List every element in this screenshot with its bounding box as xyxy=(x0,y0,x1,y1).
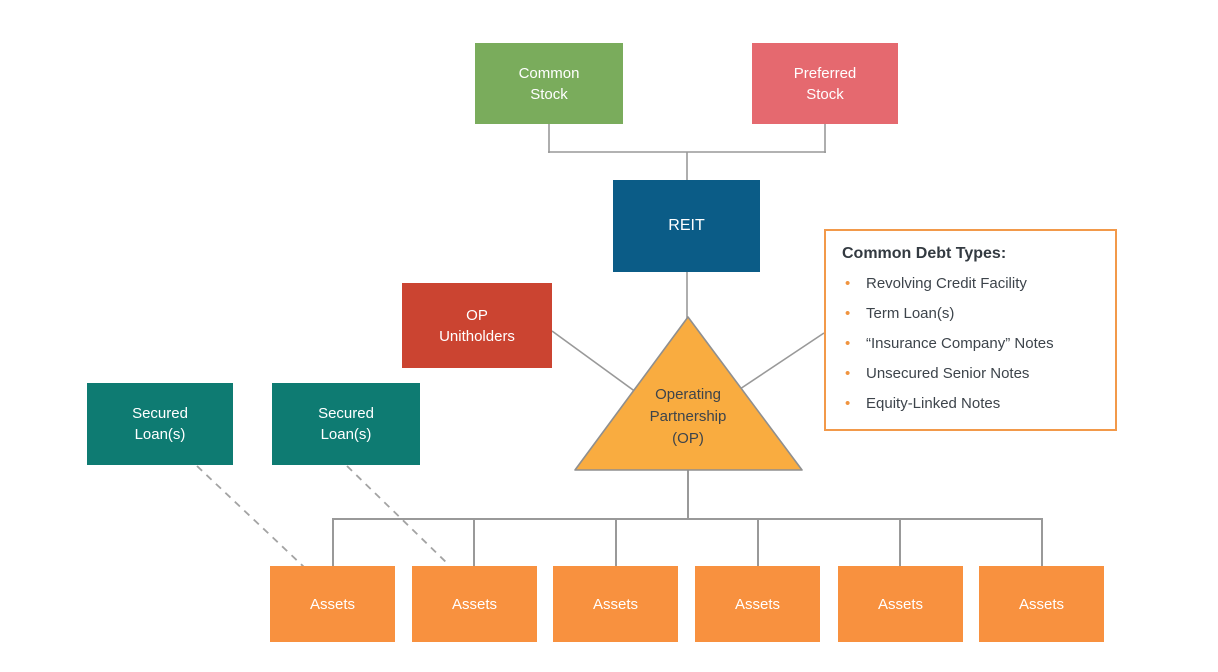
node-assets-6: Assets xyxy=(979,566,1104,642)
node-secured-loans-1: Secured Loan(s) xyxy=(87,383,233,465)
debt-item: • “Insurance Company” Notes xyxy=(842,334,1099,353)
debt-item-label: Equity-Linked Notes xyxy=(866,395,1001,412)
debt-item-label: Unsecured Senior Notes xyxy=(866,365,1030,382)
debt-item: • Equity-Linked Notes xyxy=(842,394,1099,413)
node-common-stock: Common Stock xyxy=(475,43,623,124)
debt-panel-title: Common Debt Types: xyxy=(842,245,1007,262)
debt-item: • Term Loan(s) xyxy=(842,304,1099,323)
node-operating-partnership-label: Operating Partnership (OP) xyxy=(649,386,727,447)
common-debt-types-panel: Common Debt Types: • Revolving Credit Fa… xyxy=(824,229,1117,431)
node-assets-4: Assets xyxy=(695,566,820,642)
edge-secured-loan-2-dashed xyxy=(346,465,450,566)
node-op-unitholders: OP Unitholders xyxy=(402,283,552,368)
bullet-icon: • xyxy=(845,365,851,382)
node-assets-1: Assets xyxy=(270,566,395,642)
bullet-icon: • xyxy=(845,275,851,292)
debt-item-label: Revolving Credit Facility xyxy=(866,275,1027,292)
debt-item-label: Term Loan(s) xyxy=(866,305,955,322)
node-assets-2: Assets xyxy=(412,566,537,642)
edge-triangle-to-debt-panel xyxy=(736,332,825,392)
edge-op-unitholders-to-triangle xyxy=(551,330,641,396)
op-triangle-shape xyxy=(574,316,803,471)
debt-item: • Revolving Credit Facility xyxy=(842,274,1099,293)
node-preferred-stock: Preferred Stock xyxy=(752,43,898,124)
bullet-icon: • xyxy=(845,305,851,322)
edge-secured-loan-1-dashed xyxy=(196,465,305,568)
node-assets-3: Assets xyxy=(553,566,678,642)
node-secured-loans-2: Secured Loan(s) xyxy=(272,383,420,465)
bullet-icon: • xyxy=(845,395,851,412)
node-assets-5: Assets xyxy=(838,566,963,642)
node-reit: REIT xyxy=(613,180,760,272)
debt-item: • Unsecured Senior Notes xyxy=(842,364,1099,383)
bullet-icon: • xyxy=(845,335,851,352)
debt-item-label: “Insurance Company” Notes xyxy=(866,335,1054,352)
